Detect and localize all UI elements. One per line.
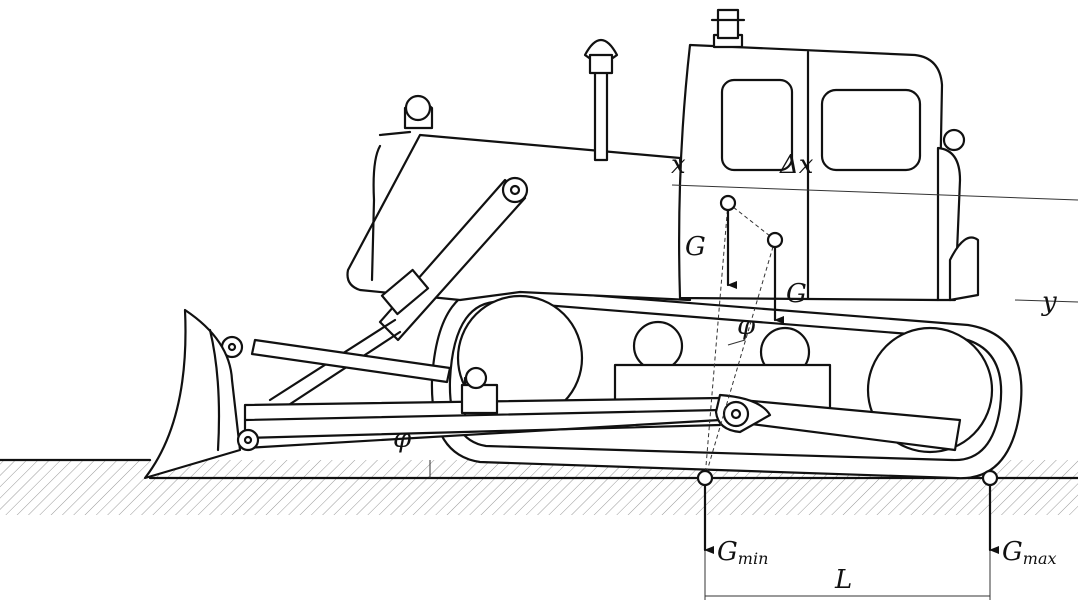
label-phi-upper: φ — [737, 311, 756, 341]
engine-hood — [346, 94, 692, 302]
label-g-max-main: G — [1002, 537, 1023, 567]
cg-point-lower — [766, 231, 784, 249]
exhaust-pipe — [583, 38, 619, 162]
cg-point-upper — [719, 194, 737, 212]
label-delta-x: Δx — [779, 150, 814, 180]
cab — [678, 8, 980, 302]
track-assembly — [430, 286, 1023, 480]
tilt-cylinder — [220, 335, 452, 384]
label-phi-lower: φ — [393, 424, 412, 454]
gravity-vectors — [696, 194, 999, 554]
cg-construction — [429, 184, 1078, 600]
label-x: x — [671, 150, 686, 180]
blade — [143, 308, 260, 480]
support-point-rear — [696, 469, 714, 487]
label-l: L — [834, 565, 852, 595]
labels: x Δx G G φ φ y Gmin Gmax L — [393, 150, 1057, 595]
label-g-upper: G — [685, 232, 706, 262]
label-g-max: Gmax — [1002, 537, 1057, 568]
label-g-lower: G — [786, 279, 807, 309]
lift-cylinder — [268, 176, 529, 414]
label-y: y — [1041, 287, 1057, 317]
label-g-min-sub: min — [738, 549, 769, 568]
push-frame — [243, 366, 962, 452]
label-g-max-sub: max — [1023, 549, 1057, 568]
label-g-min: Gmin — [717, 537, 768, 568]
support-point-front — [981, 469, 999, 487]
label-g-min-main: G — [717, 537, 738, 567]
